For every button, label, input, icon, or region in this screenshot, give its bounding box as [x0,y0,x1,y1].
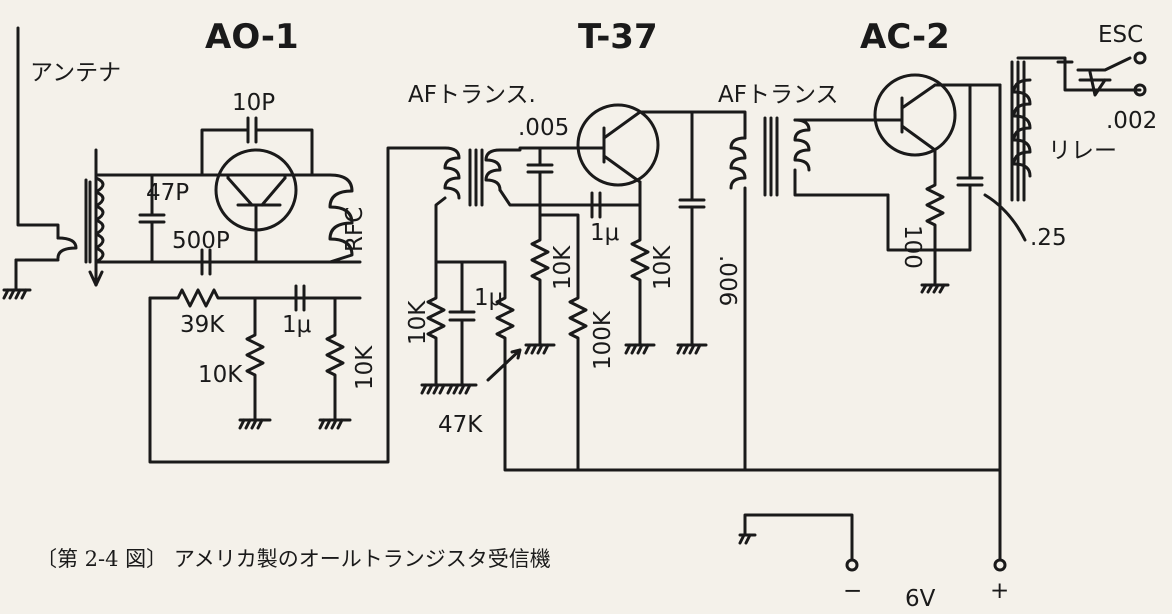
relay-coil [998,60,1032,562]
capacitor-25 [956,83,1027,252]
label-c-002: .002 [1106,108,1157,134]
relay-contacts [1016,51,1147,97]
label-antenna: アンテナ [30,60,121,86]
antenna [2,26,60,300]
label-r-10k-b: 10K [352,345,378,390]
bias-network-1 [148,146,447,464]
af-transformer-2 [729,116,890,472]
capacitor-10p [200,116,314,177]
label-r-100k: 100K [590,310,616,370]
label-r-39k: 39K [180,312,225,338]
label-r-100: 100 [899,225,925,269]
label-c-500p: 500P [172,228,230,254]
rfc-coil [328,173,354,264]
power-terminals [738,513,1007,572]
label-rfc: RFC [342,207,368,252]
volume-network [420,260,1002,472]
capacitor-005 [526,146,554,207]
figure-caption: 〔第 2-4 図〕 アメリカ製のオールトランジスタ受信機 [36,547,551,571]
label-r-10k-c: 10K [405,300,431,345]
label-c-005: .005 [518,115,569,141]
capacitor-1u-t37 [590,191,602,219]
label-c-25: .25 [1030,225,1067,251]
label-r-10k-d: 10K [550,245,576,290]
label-af-transformer-2: AFトランス [718,82,839,108]
label-r-10k-a: 10K [198,362,243,388]
emitter-resistor-100 [886,178,972,294]
af-transformer-1 [434,146,642,264]
label-voltage: 6V [905,586,936,612]
stage-label-ao1: AO-1 [205,17,299,57]
label-c-10p: 10P [232,90,275,116]
transistor-t37 [573,103,694,207]
label-vr-47k: 47K [438,412,483,438]
rf-input-coil [14,148,362,287]
label-c-006: .006 [714,255,740,306]
label-esc: ESC [1098,22,1143,48]
label-af-transformer-1: AFトランス. [408,82,536,108]
label-c-1u-b: 1μ [474,285,504,311]
capacitor-47p [138,173,166,264]
label-minus: − [843,578,862,604]
label-c-1u-a: 1μ [282,312,312,338]
label-relay: リレー [1048,138,1117,164]
transistor-ac2 [873,73,1002,182]
label-c-1u-c: 1μ [590,220,620,246]
capacitor-500p [200,248,212,276]
label-plus: + [990,578,1009,604]
bias-network-2 [524,203,656,472]
label-r-10k-e: 10K [650,245,676,290]
capacitor-006 [676,110,747,355]
stage-label-t37: T-37 [578,17,658,57]
stage-label-ac2: AC-2 [860,17,950,57]
label-c-47p: 47P [146,180,189,206]
transistor-ao1 [214,148,298,264]
